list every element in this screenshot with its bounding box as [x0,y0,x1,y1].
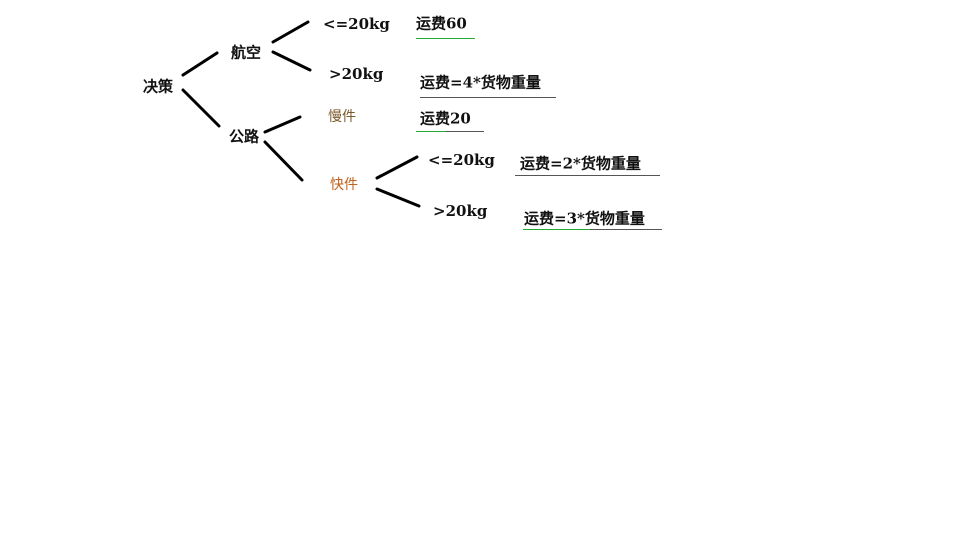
slow-node: 慢件 [328,109,356,125]
underline [523,229,590,230]
air-node: 航空 [231,43,262,62]
cost-fast-gt20: 运费=3*货物重量 [524,209,645,228]
edge-root-air [181,51,219,77]
air-le20-node: <=20kg [323,15,390,33]
edge-road-fast [263,140,304,182]
underline [416,38,475,39]
road-node: 公路 [229,127,260,146]
cost-air-le20: 运费60 [416,14,467,33]
underline [446,131,484,132]
edge-root-road [181,88,221,128]
underline [416,131,446,132]
edge-road-slow [263,115,302,134]
cost-road-slow: 运费20 [420,109,471,128]
cost-air-gt20: 运费=4*货物重量 [420,73,541,92]
air-gt20-node: >20kg [329,65,384,83]
fast-gt20-node: >20kg [433,202,488,220]
edge-air-le20 [271,20,310,44]
fast-le20-node: <=20kg [428,151,495,169]
underline [590,229,662,230]
edge-fast-le20 [375,155,419,180]
underline [515,175,660,176]
cost-fast-le20: 运费=2*货物重量 [520,154,641,173]
underline [420,97,556,98]
fast-node: 快件 [330,177,358,193]
edge-fast-gt20 [375,187,421,208]
edge-air-gt20 [271,50,312,72]
root-node: 决策 [143,77,174,96]
